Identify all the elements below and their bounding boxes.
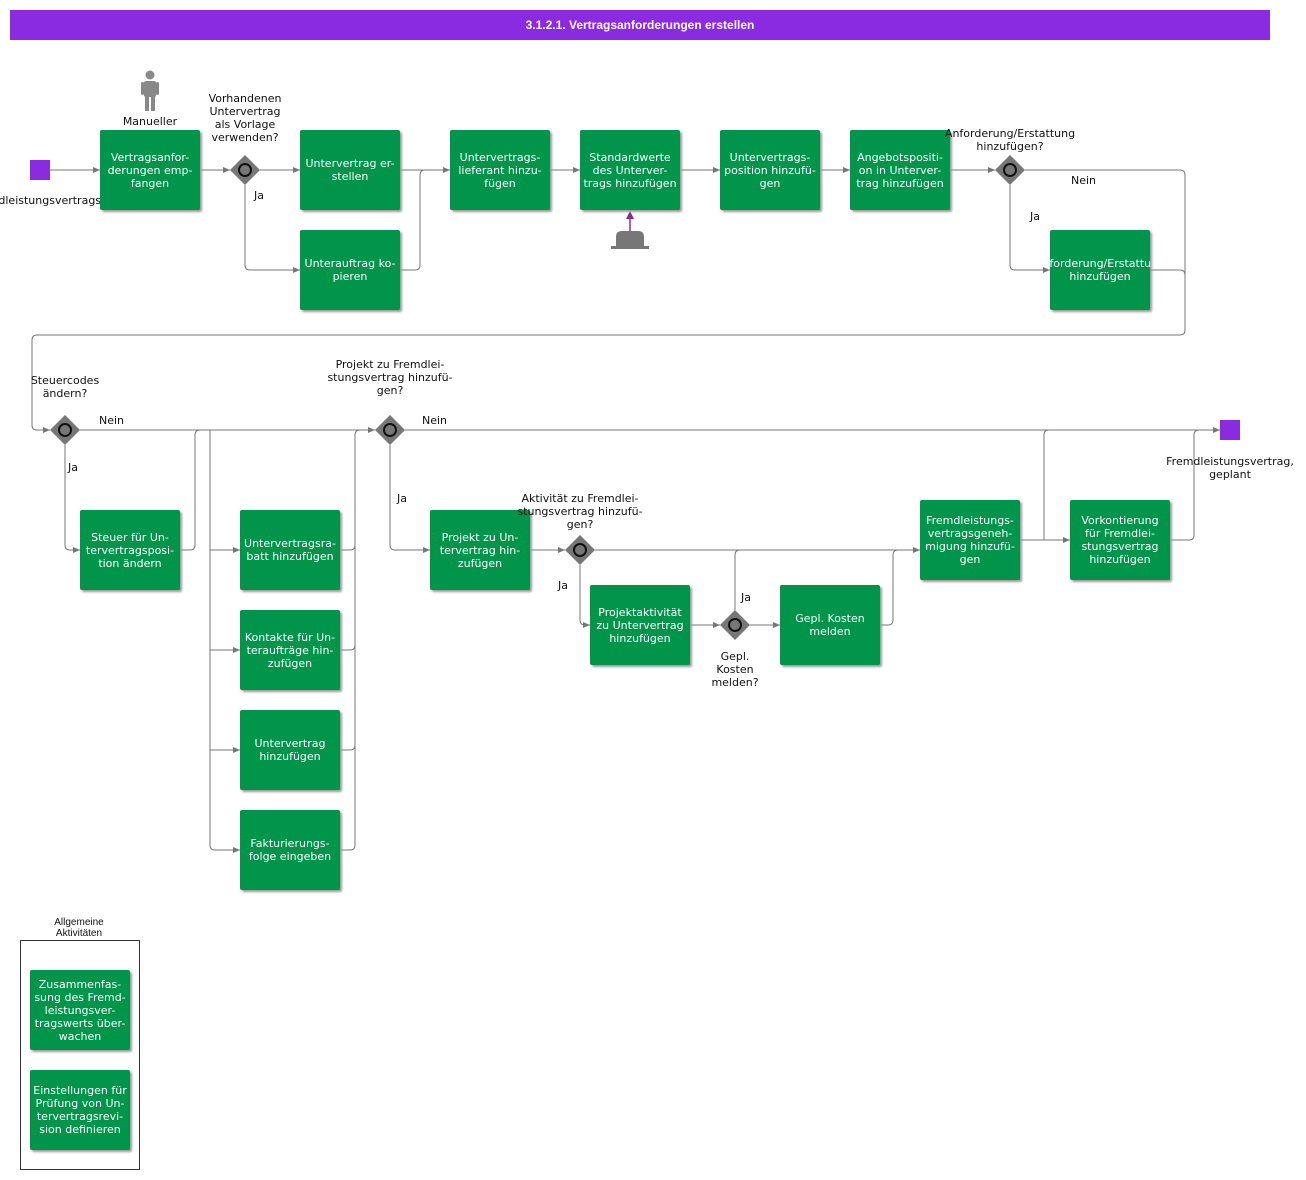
- gateway-aktivitaet-label: Aktivität zu Fremdlei- stungsvertrag hin…: [517, 492, 643, 531]
- branch-label-ja: Ja: [1030, 210, 1040, 223]
- branch-label-nein: Nein: [422, 414, 448, 427]
- legend-title: Allgemeine Aktivitäten: [54, 917, 104, 938]
- system-bell-icon: [611, 231, 649, 249]
- task-angebotsposition-hinzufuegen[interactable]: Angebotspositi- on in Unterver- trag hin…: [850, 130, 950, 210]
- task-untervertrag-erstellen[interactable]: Untervertrag er- stellen: [300, 130, 400, 210]
- gateway-vorlage[interactable]: [230, 155, 260, 185]
- branch-label-ja: Ja: [68, 461, 78, 474]
- gateway-projekt[interactable]: [375, 415, 405, 445]
- task-kontakte-hinzufuegen[interactable]: Kontakte für Un- teraufträge hin- zufüge…: [240, 610, 340, 690]
- branch-label-ja: Ja: [397, 492, 407, 505]
- task-geplante-kosten-melden[interactable]: Gepl. Kosten melden: [780, 585, 880, 665]
- task-vorkontierung-hinzufuegen[interactable]: Vorkontierung für Fremdlei- stungsvertra…: [1070, 500, 1170, 580]
- gateway-steuercodes-label: Steuercodes ändern?: [30, 374, 100, 400]
- gateway-vorlage-label: Vorhandenen Untervertrag als Vorlage ver…: [208, 92, 282, 144]
- task-position-hinzufuegen[interactable]: Untervertrags- position hinzufü- gen: [720, 130, 820, 210]
- gateway-steuercodes[interactable]: [50, 415, 80, 445]
- legend-box: [20, 940, 140, 1170]
- branch-label-nein: Nein: [1071, 174, 1097, 187]
- end-event-label: Fremdleistungsvertrag, geplant: [1166, 455, 1294, 481]
- gateway-aktivitaet[interactable]: [565, 535, 595, 565]
- task-genehmigung-hinzufuegen[interactable]: Fremdleistungs- vertragsgeneh- migung hi…: [920, 500, 1020, 580]
- task-zusammenfassung-ueberwachen[interactable]: Zusammenfas- sung des Fremd- leistungsve…: [30, 970, 130, 1050]
- start-event[interactable]: [30, 160, 50, 180]
- task-projekt-hinzufuegen[interactable]: Projekt zu Un- tervertrag hin- zufügen: [430, 510, 530, 590]
- task-vertragsanforderungen-empfangen[interactable]: Vertragsanfor- derungen emp- fangen: [100, 130, 200, 210]
- gateway-anforderung-label: Anforderung/Erstattung hinzufügen?: [944, 127, 1076, 153]
- gateway-projekt-label: Projekt zu Fremdlei- stungsvertrag hinzu…: [327, 358, 453, 397]
- branch-label-ja: Ja: [741, 591, 751, 604]
- branch-label-ja: Ja: [558, 579, 568, 592]
- branch-label-ja: Ja: [254, 189, 264, 202]
- task-projektaktivitaet-hinzufuegen[interactable]: Projektaktivität zu Untervertrag hinzufü…: [590, 585, 690, 665]
- page-title: 3.1.2.1. Vertragsanforderungen erstellen: [10, 10, 1270, 40]
- gateway-kosten[interactable]: [720, 610, 750, 640]
- task-einstellungen-definieren[interactable]: Einstellungen für Prüfung von Un- terver…: [30, 1070, 130, 1150]
- task-rabatt-hinzufuegen[interactable]: Untervertragsra- batt hinzufügen: [240, 510, 340, 590]
- task-lieferant-hinzufuegen[interactable]: Untervertrags- lieferant hinzu- fügen: [450, 130, 550, 210]
- task-steuer-aendern[interactable]: Steuer für Un- tervertragsposi- tion änd…: [80, 510, 180, 590]
- task-standardwerte-hinzufuegen[interactable]: Standardwerte des Unterver- trags hinzuf…: [580, 130, 680, 210]
- task-fakturierungsfolge-eingeben[interactable]: Fakturierungs- folge eingeben: [240, 810, 340, 890]
- task-anforderung-erstattung-hinzufuegen[interactable]: Anforderung/Erstattung hinzufügen: [1050, 230, 1150, 310]
- end-event[interactable]: [1220, 420, 1240, 440]
- task-unterauftrag-kopieren[interactable]: Unterauftrag ko- pieren: [300, 230, 400, 310]
- task-untervertrag-hinzufuegen[interactable]: Untervertrag hinzufügen: [240, 710, 340, 790]
- gateway-kosten-label: Gepl. Kosten melden?: [711, 650, 759, 689]
- branch-label-nein: Nein: [99, 414, 125, 427]
- gateway-anforderung[interactable]: [995, 155, 1025, 185]
- person-icon: [141, 70, 159, 111]
